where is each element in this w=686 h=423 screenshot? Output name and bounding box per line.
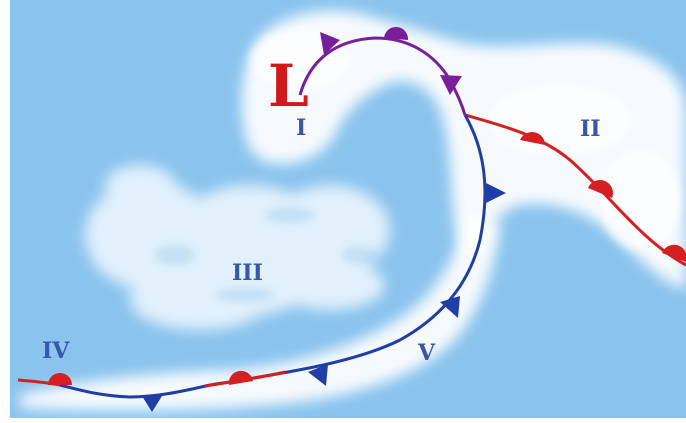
comma-cloud-detail xyxy=(250,30,680,250)
cloud-area-iii xyxy=(85,165,390,330)
warm-front-semicircle-5 xyxy=(48,373,72,385)
warm-front-semicircle-1 xyxy=(520,132,545,145)
cloud-area-iii-texture xyxy=(155,207,378,302)
occluded-triangle-1 xyxy=(320,32,340,55)
comma-cloud xyxy=(241,10,686,290)
cold-front-triangle-4 xyxy=(142,396,162,412)
region-label-iii: III xyxy=(232,260,263,286)
cold-front-line xyxy=(59,114,487,399)
region-label-i: I xyxy=(296,115,306,141)
cold-front-triangle-3 xyxy=(308,364,328,386)
cold-front-triangle-2 xyxy=(440,296,460,318)
cold-front-cloud-band xyxy=(20,215,500,411)
warm-front-semicircle-3 xyxy=(662,244,686,262)
low-pressure-label: L xyxy=(268,52,309,120)
region-label-iv: IV xyxy=(42,338,70,364)
region-label-v: V xyxy=(417,340,436,366)
occluded-semicircle xyxy=(384,26,409,40)
occluded-front-line xyxy=(298,36,467,116)
warm-front-line-east xyxy=(464,113,686,267)
bottom-border xyxy=(0,418,686,423)
warm-front-semicircle-4 xyxy=(228,370,253,385)
region-label-ii: II xyxy=(580,116,601,142)
warm-front-semicircle-2 xyxy=(588,180,613,198)
left-border xyxy=(0,0,10,423)
cold-front-triangle-1 xyxy=(486,183,506,203)
occluded-triangle-2 xyxy=(440,75,462,95)
